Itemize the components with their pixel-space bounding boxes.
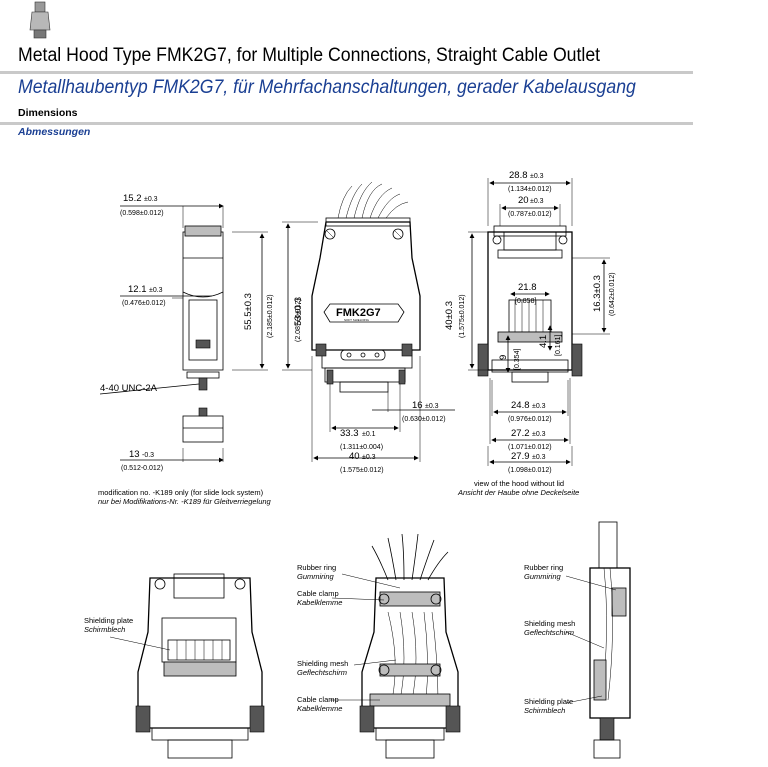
label-kabelklemme: Kabelklemme <box>297 598 342 607</box>
dim-thread: 4-40 UNC-2A <box>100 383 158 394</box>
dim-16-tol: ±0.3 <box>425 403 439 410</box>
dim-15-2: 15.2 <box>123 193 142 204</box>
side-view <box>99 203 268 463</box>
label-gummiring-right: Gummiring <box>524 572 562 581</box>
dim-27-2: 27.2 <box>511 428 530 439</box>
label-shielding-mesh-right: Shielding mesh <box>524 619 575 628</box>
title-divider <box>0 71 693 74</box>
dim-33-3-tol: ±0.1 <box>362 431 376 438</box>
label-rubber-ring: Rubber ring <box>297 563 336 572</box>
label-gummiring: Gummiring <box>297 572 335 581</box>
label-shielding-plate-right: Shielding plate <box>524 697 573 706</box>
caption-rear-en: view of the hood without lid <box>474 479 564 488</box>
note-modification-en: modification no. -K189 only (for slide l… <box>98 488 264 497</box>
dim-21-8-inch: [0.858] <box>515 298 536 305</box>
badge-label: FMK2G7 <box>336 307 381 319</box>
dim-16-inch: (0.630±0.012) <box>402 416 446 423</box>
dim-28-8-tol: ±0.3 <box>530 173 544 180</box>
dim-21-8: 21.8 <box>518 282 537 293</box>
assembly-right <box>565 521 631 759</box>
dim-40-vertical-inch: (1.575±0.012) <box>459 294 466 338</box>
label-geflechtschirm-right: Geflechtschirm <box>524 628 574 637</box>
dim-16-3-inch: (0.642±0.012) <box>609 272 616 316</box>
dim-33-3: 33.3 <box>340 428 359 439</box>
assembly-middle <box>330 533 461 759</box>
dim-53: 53±0.3 <box>293 297 304 326</box>
dim-12-1: 12.1 <box>128 284 147 295</box>
dim-20-tol: ±0.3 <box>530 198 544 205</box>
dim-53-inch: (2.087±0.012) <box>295 298 302 342</box>
dim-12-1-tol: ±0.3 <box>149 287 163 294</box>
label-cable-clamp-2: Cable clamp <box>297 695 339 704</box>
dim-13-inch: (0.512-0.012) <box>121 465 163 472</box>
dim-15-2-inch: (0.598±0.012) <box>120 210 164 217</box>
dim-55-5: 55.5±0.3 <box>243 293 254 330</box>
dim-40-inch: (1.575±0.012) <box>340 467 384 474</box>
dim-16: 16 <box>412 400 423 411</box>
title-german: Metallhaubentyp FMK2G7, für Mehrfachansc… <box>18 77 636 98</box>
label-shielding-mesh: Shielding mesh <box>297 659 348 668</box>
badge-sub: SOFT SHIELDING <box>344 318 370 322</box>
dim-4-1-inch: [0.161] <box>555 335 562 356</box>
note-modification-de: nur bei Modifikations-Nr. -K189 für Glei… <box>98 497 272 506</box>
dim-27-9-tol: ±0.3 <box>532 454 546 461</box>
dim-4-1: 4.1 <box>538 335 549 348</box>
caption-rear-de: Ansicht der Haube ohne Deckelseite <box>457 488 579 497</box>
dim-24-8-tol: ±0.3 <box>532 403 546 410</box>
section-dimensions: Dimensions <box>18 107 78 119</box>
dim-27-9: 27.9 <box>511 451 530 462</box>
label-schirmblech: Schirmblech <box>84 625 125 634</box>
dim-13-tol: -0.3 <box>142 452 154 459</box>
label-geflechtschirm: Geflechtschirm <box>297 668 347 677</box>
dim-40: 40 <box>349 451 360 462</box>
dim-13: 13 <box>129 449 140 460</box>
dim-55-5-inch: (2.185±0.012) <box>267 294 274 338</box>
dim-28-8: 28.8 <box>509 170 528 181</box>
dim-28-8-inch: (1.134±0.012) <box>508 186 552 193</box>
dim-24-8: 24.8 <box>511 400 530 411</box>
dim-27-2-inch: (1.071±0.012) <box>508 444 552 451</box>
dim-27-9-inch: (1.098±0.012) <box>508 467 552 474</box>
dim-12-1-inch: (0.476±0.012) <box>122 300 166 307</box>
section-abmessungen: Abmessungen <box>18 126 91 138</box>
rear-view <box>468 178 610 466</box>
assembly-left <box>109 573 265 759</box>
dim-16-3: 16.3±0.3 <box>592 275 603 312</box>
label-kabelklemme-2: Kabelklemme <box>297 704 342 713</box>
label-rubber-ring-right: Rubber ring <box>524 563 563 572</box>
section-divider <box>0 122 693 125</box>
title-english: Metal Hood Type FMK2G7, for Multiple Con… <box>18 45 601 66</box>
dim-15-2-tol: ±0.3 <box>144 196 158 203</box>
dim-24-8-inch: (0.976±0.012) <box>508 416 552 423</box>
label-schirmblech-right: Schirmblech <box>524 706 565 715</box>
dim-27-2-tol: ±0.3 <box>532 431 546 438</box>
dim-40-tol: ±0.3 <box>362 454 376 461</box>
product-thumbnail <box>29 1 51 39</box>
dim-20: 20 <box>518 195 529 206</box>
label-shielding-plate: Shielding plate <box>84 616 133 625</box>
dim-9-inch: [0.354] <box>514 349 521 370</box>
label-cable-clamp: Cable clamp <box>297 589 339 598</box>
dim-33-3-inch: (1.311±0.004) <box>340 444 383 451</box>
front-view: FMK2G7 SOFT SHIELDING <box>282 181 455 462</box>
dim-40-vertical: 40±0.3 <box>444 301 455 330</box>
dim-20-inch: (0.787±0.012) <box>508 211 552 218</box>
dim-9: 9 <box>498 355 509 360</box>
